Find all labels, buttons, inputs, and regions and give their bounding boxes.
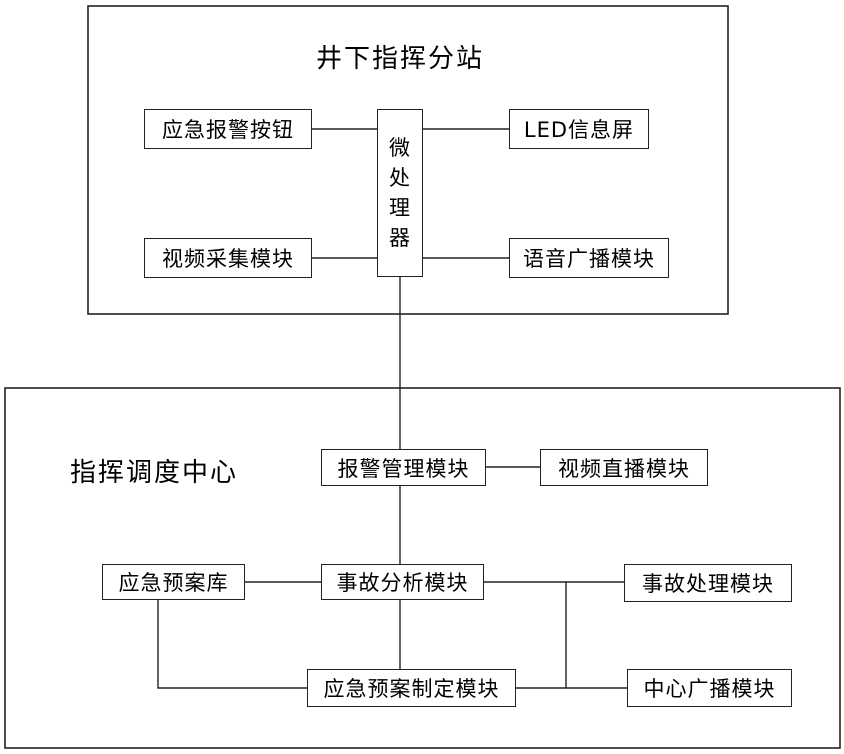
- microprocessor-label-char: 微: [389, 136, 411, 160]
- microprocessor-node: 微处理器: [377, 109, 423, 277]
- emergency-plan-library-node: 应急预案库: [102, 564, 245, 600]
- microprocessor-label-char: 处: [389, 166, 411, 190]
- plan-making-node: 应急预案制定模块: [307, 669, 516, 707]
- command-center-frame: [4, 387, 841, 749]
- accident-analysis-node: 事故分析模块: [321, 564, 484, 600]
- microprocessor-label-char: 理: [389, 196, 411, 220]
- voice-broadcast-node: 语音广播模块: [509, 238, 669, 278]
- video-capture-node: 视频采集模块: [144, 238, 312, 278]
- accident-handling-node: 事故处理模块: [624, 564, 792, 602]
- command-center-title: 指挥调度中心: [70, 458, 239, 488]
- video-live-node: 视频直播模块: [540, 449, 708, 486]
- alarm-management-node: 报警管理模块: [321, 449, 486, 486]
- center-broadcast-node: 中心广播模块: [627, 669, 792, 707]
- led-screen-node: LED信息屏: [509, 109, 649, 149]
- microprocessor-label-char: 器: [389, 226, 411, 250]
- underground-station-frame: [87, 5, 729, 315]
- connector-plan-library-plan-making: [157, 600, 307, 689]
- emergency-alarm-button-node: 应急报警按钮: [144, 109, 312, 149]
- underground-station-title: 井下指挥分站: [316, 44, 485, 74]
